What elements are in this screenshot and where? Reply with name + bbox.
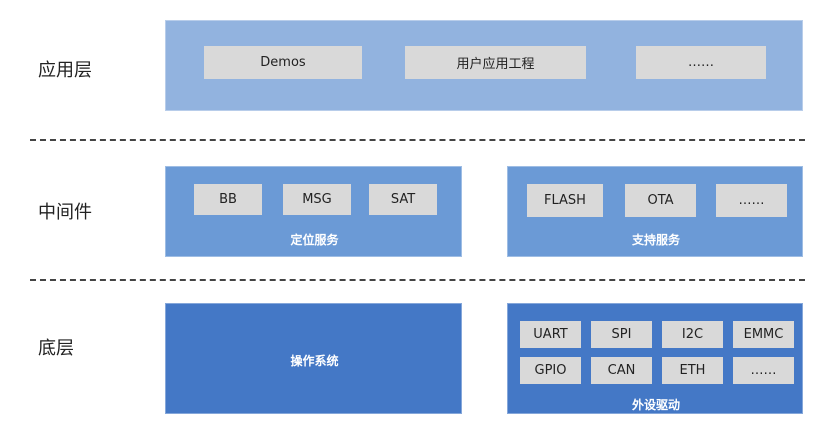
application-layer-panel: Demos 用户应用工程 …… (165, 20, 803, 111)
driver-item-more: …… (733, 357, 794, 384)
layer-divider-bottom (30, 279, 805, 281)
middleware-item-ota: OTA (625, 184, 696, 217)
os-panel: 操作系统 (165, 303, 462, 414)
peripheral-driver-caption: 外设驱动 (631, 398, 680, 412)
middleware-item-flash: FLASH (527, 184, 603, 217)
app-item-user-project: 用户应用工程 (405, 46, 586, 79)
os-caption: 操作系统 (290, 354, 339, 368)
driver-item-eth: ETH (662, 357, 723, 384)
app-item-demos: Demos (204, 46, 362, 79)
positioning-service-panel: BB MSG SAT 定位服务 (165, 166, 462, 257)
driver-item-spi: SPI (591, 321, 652, 348)
app-item-more: …… (636, 46, 766, 79)
middleware-item-bb: BB (194, 184, 262, 215)
middleware-item-sat: SAT (369, 184, 437, 215)
positioning-service-caption: 定位服务 (290, 233, 339, 247)
support-service-caption: 支持服务 (631, 233, 680, 247)
driver-item-gpio: GPIO (520, 357, 581, 384)
peripheral-driver-panel: UART SPI I2C EMMC GPIO CAN ETH …… 外设驱动 (507, 303, 803, 414)
application-layer-label: 应用层 (38, 60, 92, 81)
base-layer-label: 底层 (38, 338, 74, 359)
driver-item-uart: UART (520, 321, 581, 348)
middleware-item-msg: MSG (283, 184, 351, 215)
middleware-layer-label: 中间件 (38, 202, 92, 223)
layer-divider-top (30, 139, 805, 141)
driver-item-emmc: EMMC (733, 321, 794, 348)
middleware-item-more: …… (716, 184, 787, 217)
driver-item-i2c: I2C (662, 321, 723, 348)
driver-item-can: CAN (591, 357, 652, 384)
support-service-panel: FLASH OTA …… 支持服务 (507, 166, 803, 257)
